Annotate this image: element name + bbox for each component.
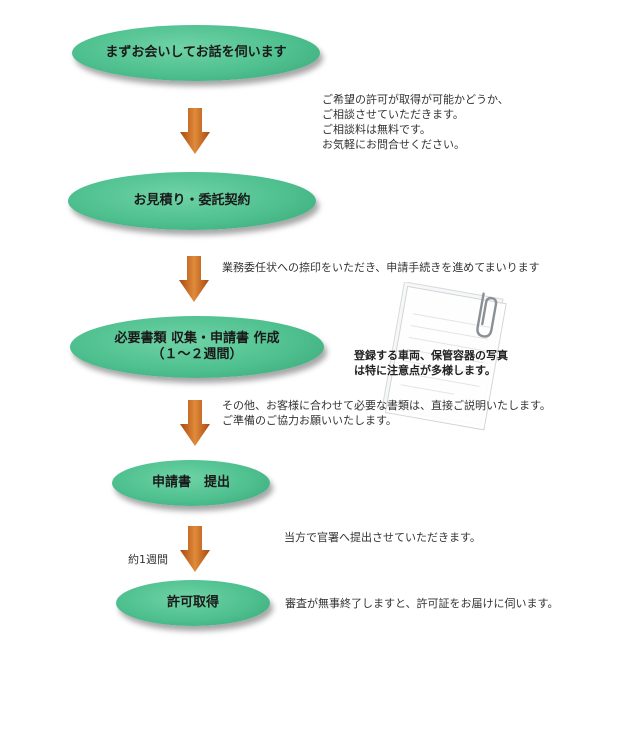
photo-callout-line: 登録する車両、保管容器の写真 (354, 349, 508, 362)
note-contract: 業務委任状への捺印をいただき、申請手続きを進めてまいります (222, 260, 540, 275)
note-documents-line: ご準備のご協力お願いいたします。 (222, 414, 397, 427)
note-final-line: 審査が無事終了しますと、許可証をお届けに伺います。 (285, 597, 559, 610)
step-consultation-label: まずお会いしてお話を伺います (105, 45, 287, 60)
note-consultation-line: お気軽にお問合せください。 (322, 138, 465, 151)
photo-callout: 登録する車両、保管容器の写真 は特に注意点が多様します。 (354, 348, 508, 378)
note-documents-line: その他、お客様に合わせて必要な書類は、直接ご説明いたします。 (222, 399, 551, 412)
note-consultation-line: ご相談料は無料です。 (322, 123, 431, 136)
down-arrow-icon (180, 526, 210, 572)
document-clip-icon (381, 282, 507, 431)
note-final: 審査が無事終了しますと、許可証をお届けに伺います。 (285, 596, 558, 611)
note-consultation-line: ご希望の許可が取得が可能かどうか、 (322, 93, 509, 106)
step-submit-application[interactable]: 申請書 提出 (112, 460, 270, 506)
step-permit-obtained[interactable]: 許可取得 (116, 580, 270, 626)
step-document-preparation[interactable]: 必要書類 収集・申請書 作成 （１～２週間） (70, 316, 324, 378)
note-submit-line: 当方で官署へ提出させていただきます。 (284, 531, 481, 544)
note-consultation: ご希望の許可が取得が可能かどうか、 ご相談させていただきます。 ご相談料は無料で… (322, 92, 509, 152)
step-consultation[interactable]: まずお会いしてお話を伺います (72, 25, 320, 81)
note-submit: 当方で官署へ提出させていただきます。 (284, 530, 481, 545)
step-submit-application-label: 申請書 提出 (151, 475, 230, 490)
note-consultation-line: ご相談させていただきます。 (322, 108, 464, 121)
duration-label: 約1週間 (128, 552, 168, 567)
photo-callout-line: は特に注意点が多様します。 (354, 364, 496, 377)
note-contract-line: 業務委任状への捺印をいただき、申請手続きを進めてまいります (222, 261, 540, 274)
note-documents: その他、お客様に合わせて必要な書類は、直接ご説明いたします。 ご準備のご協力お願… (222, 398, 551, 428)
duration-text: 約1週間 (128, 553, 168, 566)
step-permit-obtained-label: 許可取得 (166, 595, 219, 610)
down-arrow-icon (180, 400, 210, 446)
step-estimate-contract-label: お見積り・委託契約 (133, 193, 251, 208)
step-document-preparation-label: 必要書類 収集・申請書 作成 （１～２週間） (114, 331, 280, 362)
down-arrow-icon (179, 256, 209, 302)
down-arrow-icon (180, 108, 210, 154)
step-estimate-contract[interactable]: お見積り・委託契約 (68, 172, 316, 230)
